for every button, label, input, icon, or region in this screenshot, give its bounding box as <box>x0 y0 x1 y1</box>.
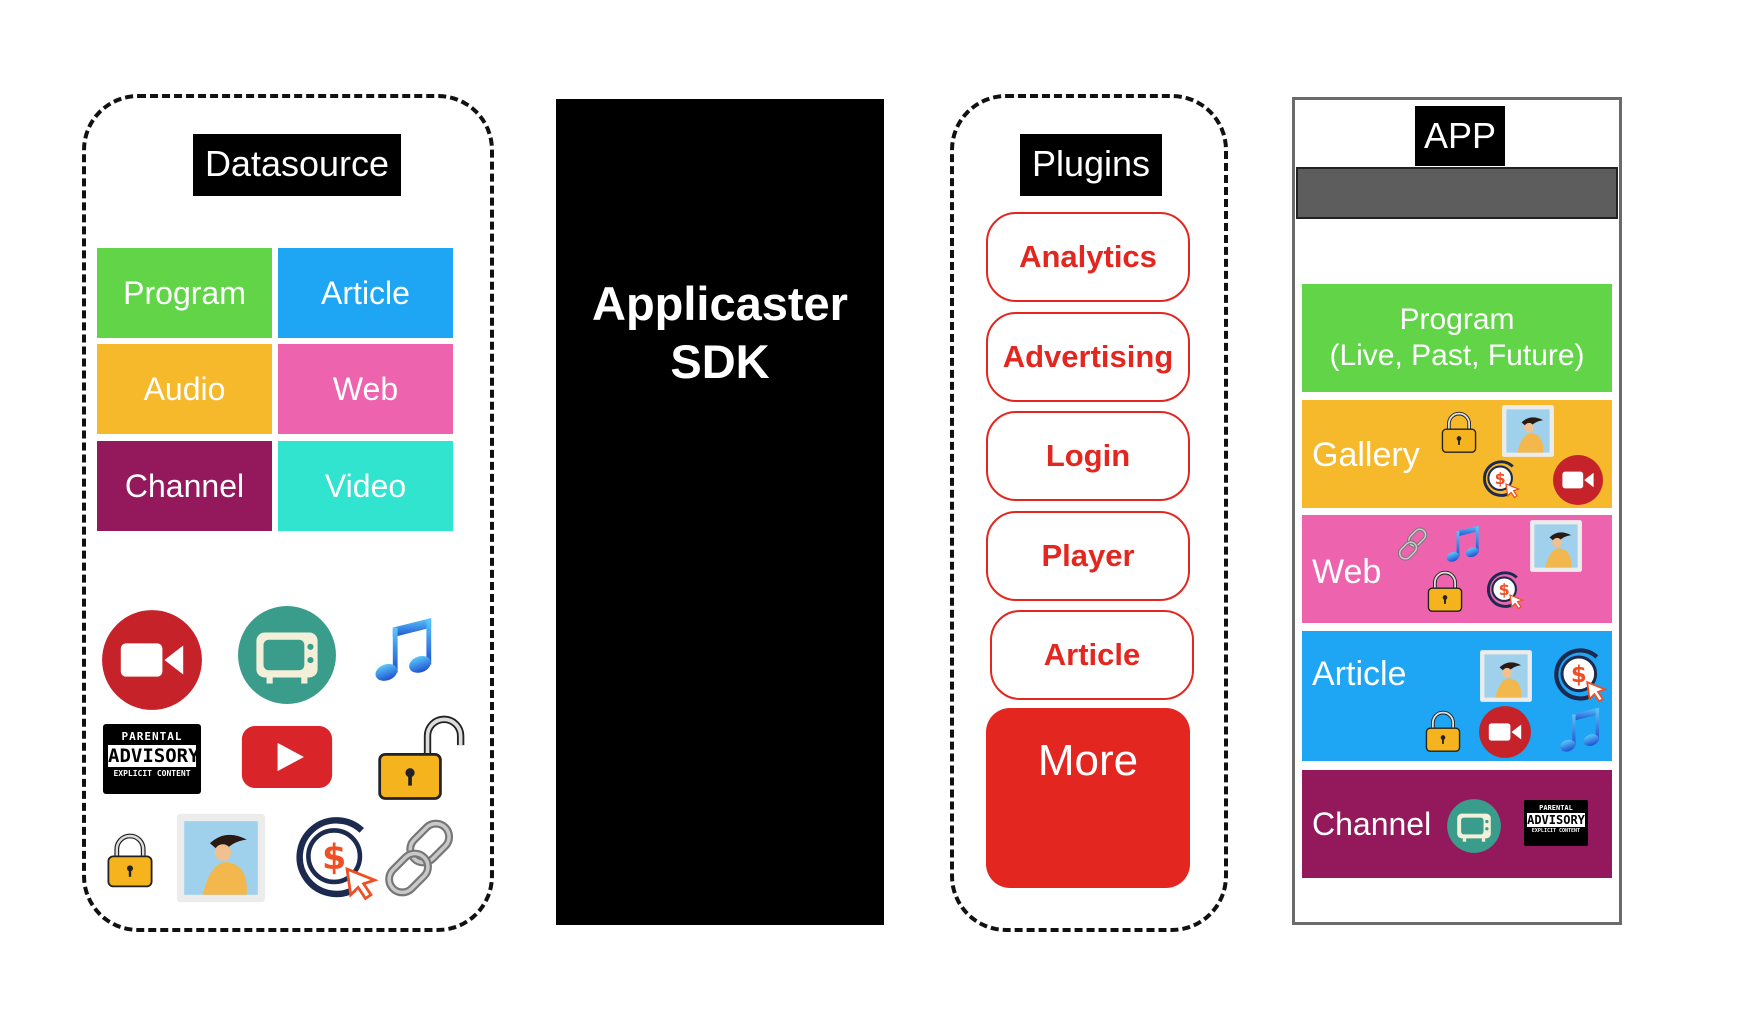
padlock-icon <box>1436 406 1482 458</box>
dollar-click-icon <box>288 812 384 904</box>
datasource-title: Datasource <box>193 134 401 196</box>
app-row-gallery[interactable]: Gallery <box>1302 400 1612 508</box>
dollar-click-icon <box>1550 645 1610 705</box>
plugin-login[interactable]: Login <box>986 411 1190 501</box>
tile-channel: Channel <box>97 441 272 531</box>
photo-icon <box>172 812 270 904</box>
video-camera-icon <box>1552 454 1604 506</box>
parental-advisory-mid: ADVISORY <box>108 745 200 767</box>
tile-web: Web <box>278 344 453 434</box>
app-row-gallery-label: Gallery <box>1312 436 1420 474</box>
parental-advisory-top: PARENTAL <box>1539 804 1573 812</box>
padlock-icon <box>1422 565 1468 617</box>
music-note-icon <box>1552 701 1608 759</box>
plugin-article[interactable]: Article <box>990 610 1194 700</box>
plugin-advertising[interactable]: Advertising <box>986 312 1190 402</box>
tile-video: Video <box>278 441 453 531</box>
parental-advisory-bottom: EXPLICIT CONTENT <box>113 769 191 778</box>
plugin-player[interactable]: Player <box>986 511 1190 601</box>
chain-link-icon <box>376 812 464 904</box>
photo-icon <box>1528 519 1584 573</box>
app-row-program-label: Program <box>1399 303 1515 336</box>
app-row-article[interactable]: Article <box>1302 631 1612 761</box>
sdk-title-line2: SDK <box>670 335 770 388</box>
parental-advisory-icon: PARENTAL ADVISORY EXPLICIT CONTENT <box>103 724 201 794</box>
tv-icon <box>236 604 338 706</box>
parental-advisory-top: PARENTAL <box>121 730 183 743</box>
datasource-panel <box>82 94 494 932</box>
sdk-block: Applicaster SDK <box>556 99 884 925</box>
dollar-click-icon <box>1480 458 1522 500</box>
sdk-title-line1: Applicaster <box>592 277 848 330</box>
app-row-program-sub: (Live, Past, Future) <box>1329 339 1585 372</box>
tile-article: Article <box>278 248 453 338</box>
app-row-web-label: Web <box>1312 553 1382 591</box>
app-row-channel[interactable]: Channel PARENTAL ADVISORY EXPLICIT CONTE… <box>1302 770 1612 878</box>
photo-icon <box>1478 649 1534 703</box>
video-camera-icon <box>100 608 204 712</box>
music-note-icon <box>1440 521 1486 567</box>
plugin-more-label: More <box>1037 736 1139 785</box>
dollar-click-icon <box>1484 569 1526 611</box>
plugins-panel <box>950 94 1228 932</box>
chain-link-icon <box>1394 525 1432 563</box>
parental-advisory-bottom: EXPLICIT CONTENT <box>1531 828 1581 834</box>
plugin-more-button[interactable]: More <box>986 708 1190 888</box>
app-row-web[interactable]: Web <box>1302 515 1612 623</box>
tv-icon <box>1446 798 1502 854</box>
parental-advisory-icon: PARENTAL ADVISORY EXPLICIT CONTENT <box>1524 800 1588 846</box>
app-row-channel-label: Channel <box>1312 806 1432 842</box>
plugins-title: Plugins <box>1020 134 1162 196</box>
video-camera-icon <box>1478 705 1532 759</box>
unlocked-padlock-icon <box>370 712 474 804</box>
parental-advisory-mid: ADVISORY <box>1527 813 1585 827</box>
tile-program: Program <box>97 248 272 338</box>
app-row-program[interactable]: Program (Live, Past, Future) <box>1302 284 1612 392</box>
photo-icon <box>1500 404 1556 458</box>
plugin-analytics[interactable]: Analytics <box>986 212 1190 302</box>
padlock-icon <box>1420 705 1466 757</box>
youtube-play-icon <box>240 724 334 790</box>
app-title: APP <box>1415 106 1505 166</box>
padlock-icon <box>100 826 160 894</box>
tile-audio: Audio <box>97 344 272 434</box>
app-header-bar <box>1296 167 1618 219</box>
app-row-article-label: Article <box>1312 655 1407 693</box>
music-note-icon <box>364 610 444 690</box>
